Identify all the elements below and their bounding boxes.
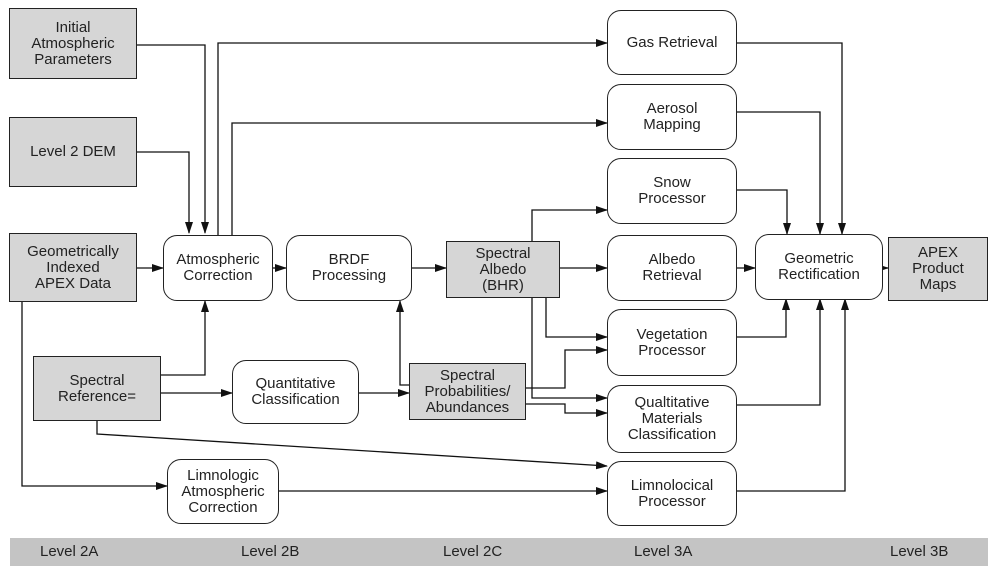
level-3a-label: Level 3A (634, 543, 693, 560)
edge-dem-to-atm (136, 151, 193, 234)
edge-albedo-to-snow (531, 206, 608, 241)
edge-atm-to-aerosol (231, 119, 608, 237)
gas-retrieval-box: Gas Retrieval (607, 10, 737, 75)
snow-processor-box: Snow Processor (607, 158, 737, 224)
vegetation-processor-box: Vegetation Processor (607, 309, 737, 376)
spectral-albedo-box: Spectral Albedo (BHR) (446, 241, 560, 298)
limnolocical-processor-box: Limnolocical Processor (607, 461, 737, 526)
edge-prob-to-qual (525, 403, 608, 417)
albedo-retrieval-box: Albedo Retrieval (607, 235, 737, 301)
edge-veg-to-rect (736, 298, 790, 338)
edge-initial-to-atm (136, 44, 209, 234)
spectral-probabilities-box: Spectral Probabilities/ Abundances (409, 363, 526, 420)
atmospheric-correction-box: Atmospheric Correction (163, 235, 273, 301)
edge-aerosol-to-rect (736, 111, 824, 235)
aerosol-mapping-box: Aerosol Mapping (607, 84, 737, 150)
edge-atm-to-gas (217, 39, 608, 237)
level-3b-label: Level 3B (890, 543, 949, 560)
edge-albedo-to-veg (545, 298, 608, 341)
apex-product-maps-box: APEX Product Maps (888, 237, 988, 301)
geometric-rectification-box: Geometric Rectification (755, 234, 883, 300)
limnologic-atmospheric-correction-box: Limnologic Atmospheric Correction (167, 459, 279, 524)
edge-ref-to-limno (96, 420, 608, 470)
edge-prob-to-brdf (396, 300, 409, 386)
edge-limnoproc-to-rect (736, 298, 849, 492)
edge-geo-to-limno-atm (21, 301, 168, 490)
spectral-reference-box: Spectral Reference= (33, 356, 161, 421)
edge-snow-to-rect (736, 189, 791, 235)
level-2b-label: Level 2B (241, 543, 300, 560)
initial-atmospheric-parameters-box: Initial Atmospheric Parameters (9, 8, 137, 79)
level-band: Level 2A Level 2B Level 2C Level 3A Leve… (10, 538, 988, 566)
geometrically-indexed-apex-data-box: Geometrically Indexed APEX Data (9, 233, 137, 302)
edge-albedo-to-qual (531, 298, 608, 402)
level-2c-label: Level 2C (443, 543, 503, 560)
brdf-processing-box: BRDF Processing (286, 235, 412, 301)
edge-prob-to-veg (525, 346, 608, 389)
edge-gas-to-rect (736, 42, 846, 235)
level-2-dem-box: Level 2 DEM (9, 117, 137, 187)
edge-ref-to-atm (160, 300, 209, 376)
level-2a-label: Level 2A (40, 543, 99, 560)
qualitative-materials-classification-box: Qualtitative Materials Classification (607, 385, 737, 453)
edge-qual-to-rect (736, 298, 824, 406)
quantitative-classification-box: Quantitative Classification (232, 360, 359, 424)
